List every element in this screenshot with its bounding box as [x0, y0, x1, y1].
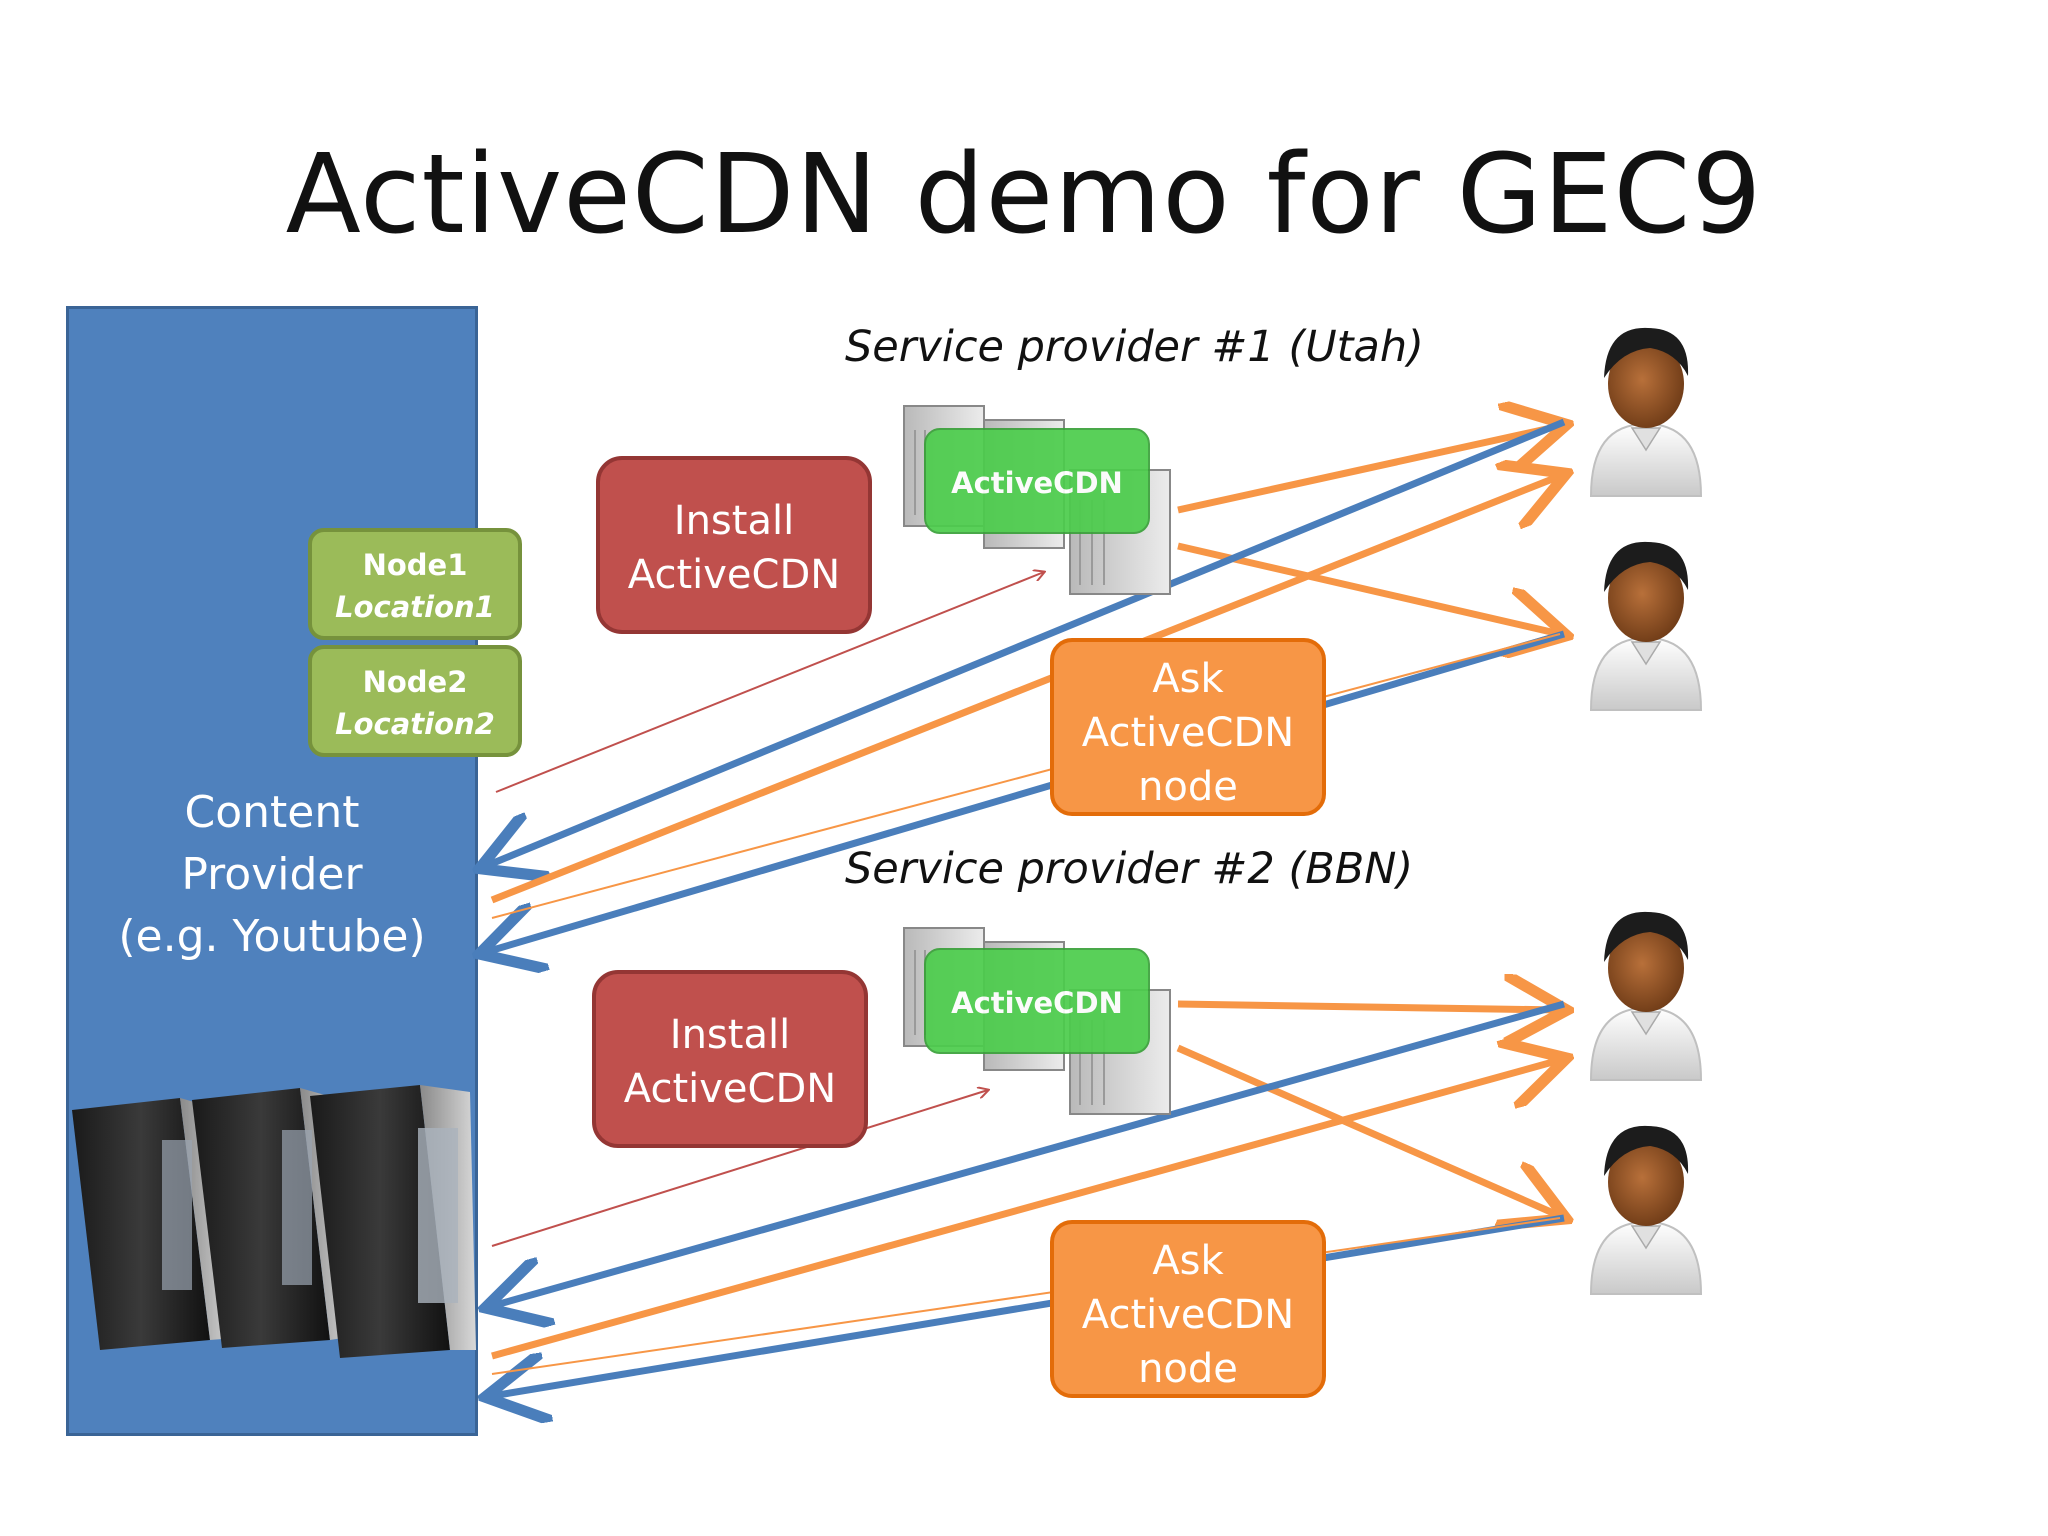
content-provider-line2: Provider [181, 849, 363, 900]
user-1-icon [1589, 327, 1703, 497]
install-activecdn-box-1: Install ActiveCDN [596, 456, 872, 634]
user4-to-provider-arrow [492, 1214, 1565, 1396]
activecdn-badge-sp2: ActiveCDN [924, 948, 1150, 1054]
ask-2-line2: ActiveCDN [1081, 1292, 1295, 1338]
install-1-line2: ActiveCDN [627, 552, 841, 598]
content-provider-line1: Content [184, 787, 360, 838]
ask-1-line1: Ask [1152, 656, 1224, 702]
node2-box: Node2 Location2 [308, 645, 522, 757]
ask-1-line2: ActiveCDN [1081, 710, 1295, 756]
user3-to-provider-arrow [492, 1000, 1565, 1306]
ask-1-line3: node [1138, 764, 1238, 810]
install-arrow-1 [495, 572, 1044, 793]
provider-to-user4-thin-arrow [491, 1217, 1561, 1375]
install-2-line1: Install [669, 1012, 791, 1058]
install-2-line2: ActiveCDN [623, 1066, 837, 1112]
user-2-icon [1589, 541, 1703, 711]
install-activecdn-box-2: Install ActiveCDN [592, 970, 868, 1148]
content-provider-label: Content Provider (e.g. Youtube) [66, 782, 478, 968]
sp1-to-user1-arrow [1177, 426, 1560, 514]
ask-2-line1: Ask [1152, 1238, 1224, 1284]
node2-location: Location2 [335, 707, 495, 741]
provider-to-user2-thin-arrow [491, 633, 1561, 919]
sp1-to-user2-arrow [1177, 542, 1560, 634]
service-provider-1-label: Service provider #1 (Utah) [845, 322, 1424, 372]
install-1-line1: Install [673, 498, 795, 544]
user-3-icon [1589, 911, 1703, 1081]
content-provider-line3: (e.g. Youtube) [118, 911, 426, 962]
ask-activecdn-node-box-2: Ask ActiveCDN node [1050, 1220, 1326, 1398]
ask-activecdn-node-box-1: Ask ActiveCDN node [1050, 638, 1326, 816]
user1-to-provider-arrow [486, 418, 1566, 866]
service-provider-2-label: Service provider #2 (BBN) [845, 844, 1414, 894]
node2-name: Node2 [362, 665, 468, 699]
activecdn-badge-sp1: ActiveCDN [924, 428, 1150, 534]
install-arrow-2 [491, 1090, 988, 1247]
provider-to-user1-arrow [490, 476, 1560, 904]
provider-to-user3-arrow [491, 1060, 1560, 1360]
node1-box: Node1 Location1 [308, 528, 522, 640]
slide-title: ActiveCDN demo for GEC9 [285, 130, 1763, 258]
node1-location: Location1 [335, 590, 495, 624]
user-4-icon [1589, 1125, 1703, 1295]
node1-name: Node1 [362, 548, 468, 582]
sp2-to-user4-arrow [1176, 1044, 1560, 1216]
user2-to-provider-arrow [486, 630, 1565, 952]
ask-2-line3: node [1138, 1346, 1238, 1392]
sp2-to-user3-arrow [1177, 1004, 1560, 1010]
